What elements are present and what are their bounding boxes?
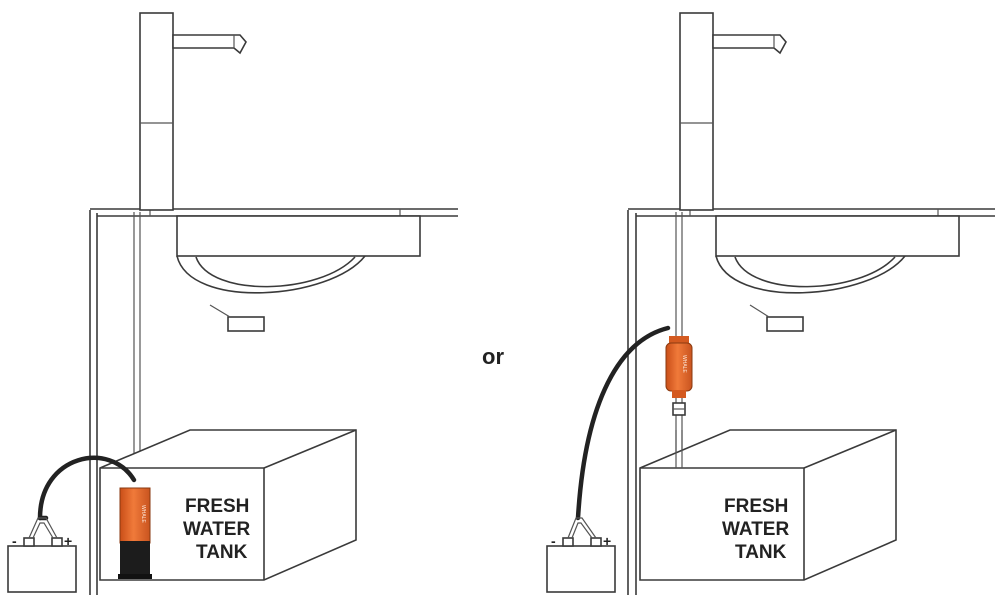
cabinet-wall — [89, 210, 98, 595]
panel-inline: WHALE FRESH WATER TANK - + — [546, 12, 995, 595]
battery — [546, 517, 616, 593]
inline-pump: WHALE — [665, 336, 693, 398]
power-cable — [37, 455, 137, 521]
tank-label-line-3: TANK — [735, 542, 787, 563]
cabinet-wall — [627, 210, 637, 595]
power-cable — [575, 325, 671, 521]
battery-plus-sign: + — [64, 533, 72, 549]
water-hose — [133, 212, 141, 488]
panel-submersible: FRESH WATER TANK WHALE - + — [7, 12, 458, 595]
faucet — [679, 12, 787, 211]
tank-label-line-1: FRESH — [185, 496, 249, 517]
tank-label-line-1: FRESH — [724, 496, 788, 517]
pump-brand-label: WHALE — [681, 355, 687, 373]
tank-label-line-2: WATER — [183, 519, 250, 540]
sink-basin — [176, 215, 421, 332]
faucet — [139, 12, 247, 211]
water-hose-upper — [675, 212, 683, 336]
pump-brand-label: WHALE — [140, 505, 146, 523]
sink-basin — [715, 215, 960, 332]
fresh-water-tank — [639, 429, 897, 581]
fresh-water-tank — [99, 429, 357, 581]
battery-plus-sign: + — [603, 533, 611, 549]
battery — [7, 517, 77, 593]
tank-label-line-2: WATER — [722, 519, 789, 540]
battery-minus-sign: - — [12, 533, 17, 549]
tank-label-line-3: TANK — [196, 542, 248, 563]
submersible-pump: WHALE — [118, 487, 152, 579]
separator-or: or — [482, 344, 504, 369]
battery-minus-sign: - — [551, 533, 556, 549]
